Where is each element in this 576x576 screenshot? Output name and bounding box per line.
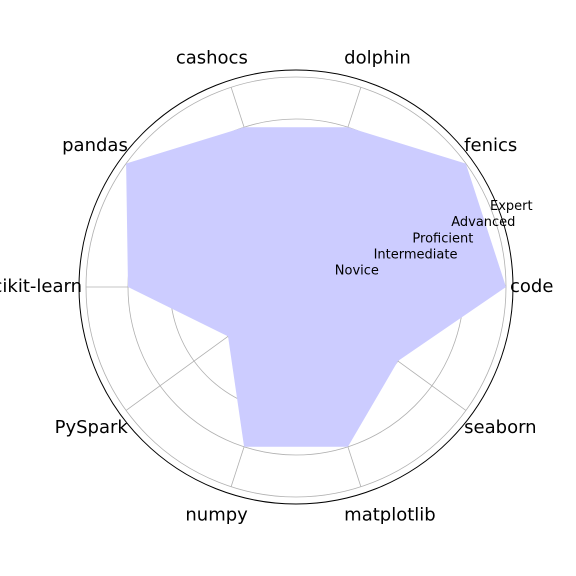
category-label-4: pandas — [62, 135, 128, 156]
category-label-0: code — [510, 276, 553, 297]
category-label-2: dolphin — [344, 48, 411, 69]
fill-layer — [126, 127, 507, 447]
level-label-4: Advanced — [451, 215, 515, 230]
frame-layer — [78, 69, 514, 505]
category-label-9: seaborn — [464, 417, 536, 438]
category-label-3: cashocs — [176, 48, 248, 69]
category-label-8: matplotlib — [344, 504, 436, 525]
category-label-7: numpy — [185, 504, 248, 525]
category-label-layer: code fenics dolphin cashocs pandas scikit-lea… — [0, 48, 553, 526]
polar-frame — [78, 69, 514, 505]
level-label-1: Novice — [335, 263, 379, 278]
category-label-6: PySpark — [55, 417, 129, 438]
category-label-1: fenics — [464, 135, 517, 156]
level-label-5: Expert — [490, 199, 533, 214]
skill-area — [126, 127, 507, 447]
level-label-3: Proficient — [412, 231, 473, 246]
category-label-5: scikit-learn — [0, 276, 82, 297]
level-label-layer: NoviceIntermediateProficientAdvancedExpe… — [335, 199, 533, 278]
level-label-2: Intermediate — [374, 247, 458, 262]
